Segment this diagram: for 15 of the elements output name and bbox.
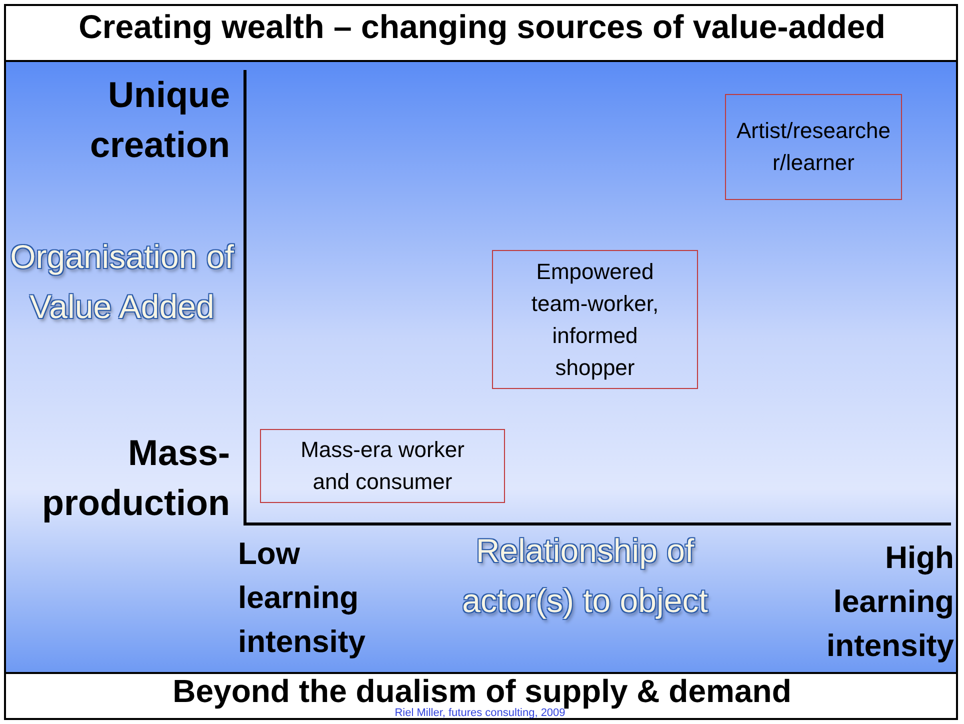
axis-end-label: High learning intensity [826,539,954,665]
credit-note: Riel Miller, futures consulting, 2009 [394,708,566,719]
quadrant-box [492,250,698,389]
axis-title: Organisation of Value Added [9,237,235,327]
box-label: Artist/researcher/learner [735,117,892,177]
caption: Beyond the dualism of supply & demand [172,675,792,707]
quadrant-box [725,94,902,200]
title: Creating wealth – changing sources of value-added [78,8,886,46]
axis-end-label: Low learning intensity [238,535,366,661]
axis-end-label: Unique creation [88,73,230,167]
quadrant-box [260,429,505,503]
axis-end-label: Mass-production [41,431,230,525]
box-label: Empowered team-worker, informed shopper [530,258,660,382]
axis-title: Relationship of actor(s) to object [461,531,709,621]
box-label: Mass-era worker and consumer [300,436,466,496]
